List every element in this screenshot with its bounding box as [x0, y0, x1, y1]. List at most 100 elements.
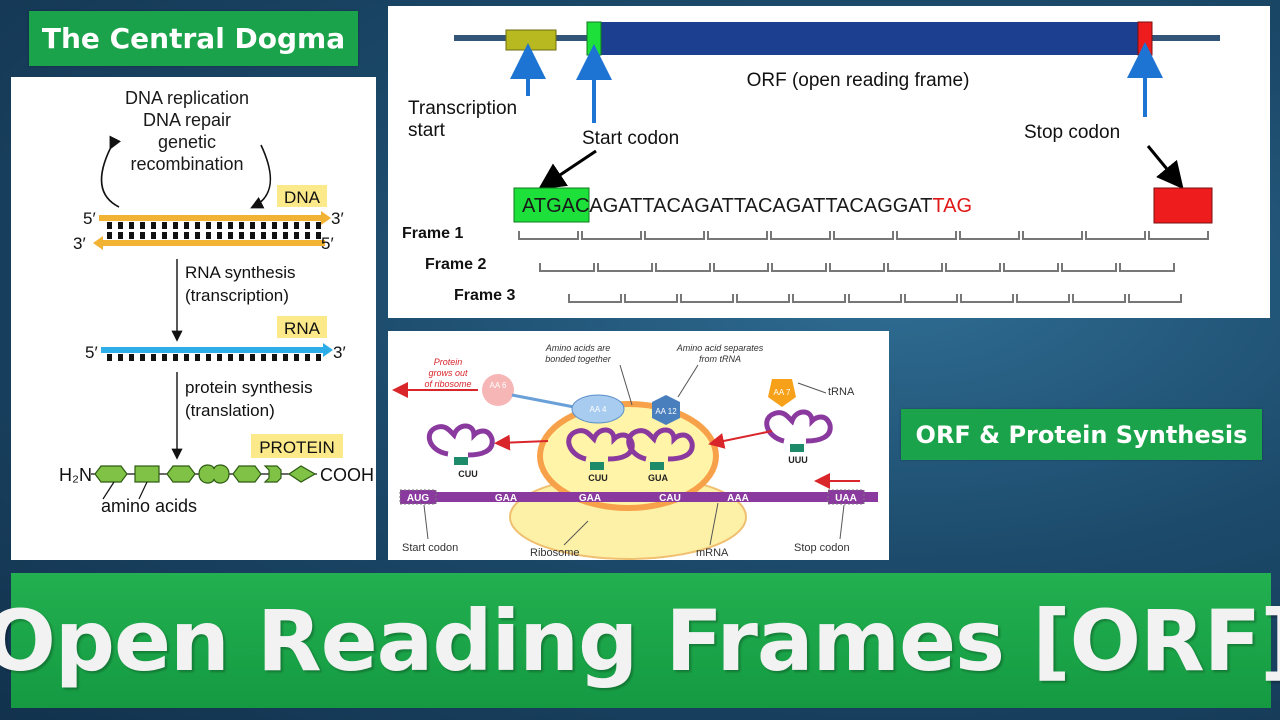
amino-acid-6: [263, 465, 282, 483]
dna-base-top: [294, 222, 299, 229]
seq-stop-codon: TAG: [932, 195, 972, 217]
trna-pointer: [797, 382, 827, 394]
dna-base-top: [140, 222, 145, 229]
dna-base-top: [283, 222, 288, 229]
dna-base-bottom: [261, 232, 266, 239]
amino-acid-7: [287, 465, 317, 483]
start-pointer-arrow: [538, 149, 597, 190]
rna-base: [305, 354, 310, 361]
dna-base-bottom: [107, 232, 112, 239]
frame-2-codon-bracket: [713, 263, 769, 272]
codon-aaa: AAA: [727, 493, 749, 504]
dna-base-bottom: [294, 232, 299, 239]
codon-uaa: UAA: [835, 493, 857, 504]
rna-base: [173, 354, 178, 361]
rna-base: [316, 354, 321, 361]
trna-a-site: [626, 427, 695, 462]
process-line-2: DNA repair: [143, 110, 231, 130]
aa-6-label: AA 6: [490, 381, 507, 390]
frame-3-codon-bracket: [680, 294, 734, 303]
rna-base: [195, 354, 200, 361]
protein-synthesis-diagram: AUG GAA GAA CAU AAA UAA CUU CUU GUA UUU …: [392, 343, 878, 560]
trna-enter-arrow: [708, 430, 773, 449]
amino-chain: [94, 464, 317, 484]
dna-bottom-5: 5′: [321, 234, 334, 253]
amino-bonded-line1: Amino acids are: [545, 343, 611, 353]
start-codon-label: Start codon: [402, 542, 458, 554]
frame-1-codon-bracket: [833, 231, 894, 240]
dna-tag-bg: [277, 185, 327, 207]
orf-label: ORF (open reading frame): [747, 70, 970, 91]
frame-2-codon-bracket: [539, 263, 595, 272]
codon-box-uaa: [827, 489, 865, 505]
central-dogma-label: The Central Dogma: [29, 11, 358, 66]
frame-3-codon-bracket: [1128, 294, 1182, 303]
dna-base-bottom: [129, 232, 134, 239]
frame-1-codon-bracket: [896, 231, 957, 240]
frame-1-codon-bracket: [1022, 231, 1083, 240]
amino-acid-2: [134, 465, 160, 483]
rna-tag-bg: [277, 316, 327, 338]
transcription-text: (transcription): [185, 286, 289, 305]
dna-base-top: [151, 222, 156, 229]
aa-4: [571, 394, 625, 424]
process-line-1: DNA replication: [125, 88, 249, 108]
dna-base-pairs: [107, 222, 321, 239]
rna-base: [129, 354, 134, 361]
frame-1-codon-bracket: [770, 231, 831, 240]
dna-base-top: [129, 222, 134, 229]
mrna-label: mRNA: [696, 547, 729, 559]
dna-tag: DNA: [284, 188, 321, 207]
title-banner: Open Reading Frames [ORF]: [0, 573, 1280, 708]
amino-pointer-1: [102, 481, 115, 500]
anticodon-exiting: CUU: [458, 469, 478, 479]
mrna-pointer: [709, 502, 719, 546]
orf-diagram: ORF (open reading frame) Transcription s…: [402, 21, 1220, 304]
protein-grows-line1: Protein: [434, 357, 463, 367]
h2n-label: H₂N: [59, 465, 92, 485]
rna-base: [151, 354, 156, 361]
amino-acids-label: amino acids: [101, 496, 197, 516]
frame-1-codon-bracket: [644, 231, 705, 240]
dna-sequence: ATGACAGATTACAGATTACAGATTACAGGATTAG: [522, 195, 972, 217]
rna-base: [272, 354, 277, 361]
rna-tag: RNA: [284, 319, 321, 338]
frame-1-codon-bracket: [959, 231, 1020, 240]
frame-3-codon-bracket: [904, 294, 958, 303]
dna-base-top: [118, 222, 123, 229]
protein-tag-bg: [251, 434, 343, 458]
dna-base-bottom: [206, 232, 211, 239]
start-codon-pointer: [423, 504, 429, 540]
central-dogma-panel: DNA replication DNA repair genetic recom…: [11, 77, 376, 560]
frame-2-codon-bracket: [1119, 263, 1175, 272]
aa-4-label: AA 4: [590, 405, 607, 414]
amino-pointer-2: [138, 481, 148, 500]
rna-base: [107, 354, 112, 361]
amino-separates-line2: from tRNA: [699, 354, 741, 364]
orf-protein-synthesis-text: ORF & Protein Synthesis: [915, 420, 1248, 449]
banner-title: Open Reading Frames [ORF]: [0, 591, 1280, 690]
aa-12: [652, 395, 680, 425]
translation-text: (translation): [185, 401, 275, 420]
dna-base-top: [250, 222, 255, 229]
dna-base-top: [195, 222, 200, 229]
dna-strand-top: [99, 215, 321, 221]
dna-base-bottom: [283, 232, 288, 239]
codon-gaa-2: GAA: [579, 493, 601, 504]
protein-grows-line2: grows out: [428, 368, 468, 378]
frame-2-codon-bracket: [1003, 263, 1059, 272]
dna-base-top: [162, 222, 167, 229]
frame-2-codon-bracket: [945, 263, 1001, 272]
seq-middle: CAGATTACAGATTACAGATTACAGGAT: [575, 195, 932, 217]
replication-arrow-right: [250, 144, 272, 209]
stop-codon-label: Stop codon: [1024, 122, 1120, 143]
orf-bar: [588, 22, 1138, 55]
frame-3-codon-bracket: [568, 294, 622, 303]
amino-acid-5: [232, 465, 262, 483]
dna-base-top: [316, 222, 321, 229]
dna-base-bottom: [272, 232, 277, 239]
amino-acid-4: [198, 464, 230, 484]
frame-brackets: [518, 231, 1209, 303]
bonded-pointer: [619, 364, 633, 406]
protein-synthesis-panel: AUG GAA GAA CAU AAA UAA CUU CUU GUA UUU …: [388, 331, 889, 560]
